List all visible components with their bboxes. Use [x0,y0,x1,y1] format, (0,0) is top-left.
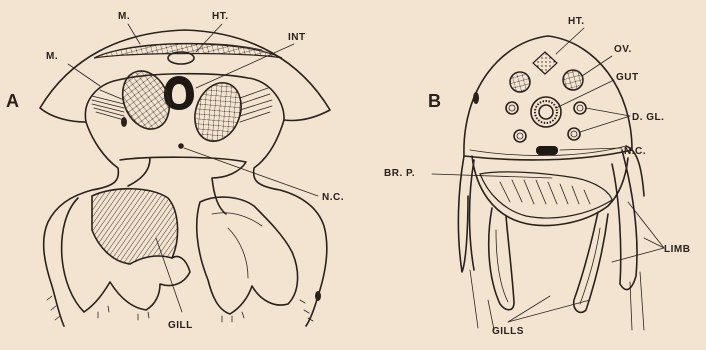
figure-b-plate-hatching [500,180,590,204]
figure-a-muscle-band [94,44,282,58]
figure-a-leader-lines [68,24,318,312]
figure-b-heart [533,52,557,74]
figure-b-gill-left [489,208,514,310]
figure-b-label-limb: LIMB [664,244,690,255]
figure-b-label-ht: HT. [568,16,585,27]
figure-a-right-muscle-fan [240,88,272,122]
figure-a-body [44,120,327,326]
figure-b-gill-right [574,212,608,312]
figure-b-letter: B [428,91,441,111]
figure-b-ovary-right [563,70,583,90]
figure-a-left-marker [121,117,127,127]
figure-a-label-m-top: M. [118,11,130,22]
figure-b-gill-right-rib [580,228,600,304]
figure-a-label-int: INT [288,32,306,43]
figure-b-gill-left-rib [496,230,508,302]
figure-a-gill [92,189,178,264]
figure-b-gut-inner [539,105,553,119]
figure-a-letter: A [6,91,19,111]
figure-b-label-brp: BR. P. [384,168,415,179]
figure-b-label-gills: GILLS [492,326,524,337]
figure-a-left-muscle-fan [92,90,124,120]
figure-a-right-limb [197,197,298,314]
figure-b-label-nc: N.C. [624,146,646,157]
figure-a-label-ht: HT. [212,11,229,22]
figure-b-nerve-cord [536,146,558,155]
figure-a-label-m-left: M. [46,51,58,62]
figure-b-label-dgl: D. GL. [632,112,664,123]
figure-a-right-limb-detail [212,213,262,278]
figure-b-label-gut: GUT [616,72,639,83]
figure-a-right-gland [187,76,249,147]
figure-b-digestive-glands [506,102,586,142]
figure-a-nerve-cord [178,143,184,149]
figure-b-label-ov: OV. [614,44,632,55]
figure-b: B [384,16,690,337]
figure-a-right-marker [315,291,321,301]
figure-a-label-gill: GILL [168,320,193,331]
figure-a-label-nc: N.C. [322,192,344,203]
figure-b-side-marker [473,92,479,104]
figure-b-ovary-left [510,72,530,92]
figure-a: A [6,11,344,331]
